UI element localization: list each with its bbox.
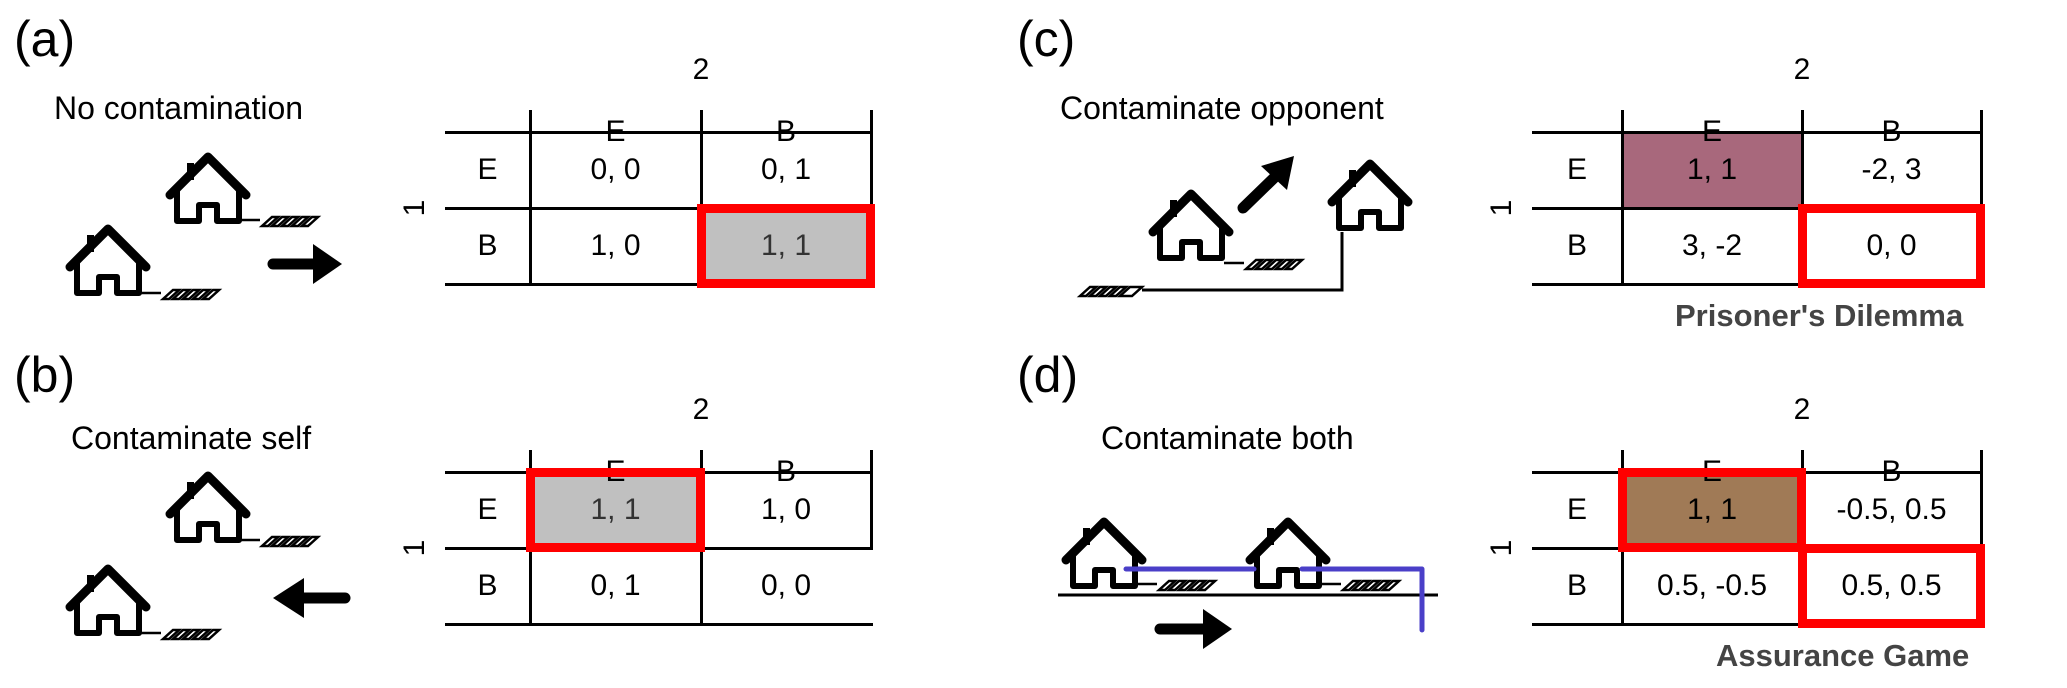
- payoff-cell: -0.5, 0.5: [1836, 493, 1947, 526]
- panel-c-letter: (c): [1017, 11, 1076, 67]
- payoff-cell: 1, 1: [760, 229, 812, 262]
- flow-line: [1123, 566, 1425, 633]
- payoff-cell: -2, 3: [1861, 153, 1922, 186]
- house-icon: [70, 569, 146, 633]
- panel-a-caption: No contamination: [54, 90, 304, 126]
- panel-a-letter: (a): [14, 11, 76, 67]
- pipe-icon: [238, 535, 320, 548]
- column-header: B: [775, 455, 796, 488]
- payoff-cell: 1, 0: [590, 229, 641, 262]
- payoff-cell: 1, 1: [590, 493, 641, 526]
- house-icon: [170, 157, 246, 221]
- payoff-cell: 3, -2: [1681, 229, 1743, 262]
- grid-hline: [445, 131, 873, 134]
- grid-vline: [1621, 110, 1624, 286]
- column-header: B: [1881, 455, 1902, 488]
- payoff-cell: 0.5, 0.5: [1841, 569, 1942, 602]
- game-label-prisoners-dilemma: Prisoner's Dilemma: [1675, 298, 1964, 333]
- grid-vline: [870, 110, 873, 208]
- column-header: B: [1881, 115, 1902, 148]
- grid-vline: [870, 450, 873, 548]
- house-icon: [1250, 522, 1326, 586]
- player-1-label: 1: [398, 539, 431, 557]
- row-header: E: [477, 493, 498, 526]
- player-1-label: 1: [398, 199, 431, 217]
- house-icon: [1066, 522, 1142, 586]
- shaded-cell-bg: [701, 208, 871, 284]
- arrow-right-icon: [267, 244, 342, 284]
- row-header: B: [477, 569, 498, 602]
- arrow-right-icon: [1154, 609, 1232, 649]
- panel-d-letter: (d): [1017, 347, 1079, 403]
- row-header: E: [1566, 493, 1587, 526]
- payoff-cell: 1, 0: [760, 493, 812, 526]
- row-header: E: [1566, 153, 1587, 186]
- payoff-cell: 0.5, -0.5: [1656, 569, 1768, 602]
- player-2-label: 2: [692, 393, 710, 426]
- payoff-cell: 0, 0: [760, 569, 812, 602]
- player-1-label: 1: [1485, 199, 1518, 217]
- grid-hline: [445, 623, 873, 626]
- column-header: E: [1701, 115, 1722, 148]
- house-icon: [1153, 194, 1229, 258]
- panel-c-caption: Contaminate opponent: [1060, 90, 1384, 126]
- payoff-cell: 0, 0: [590, 153, 641, 186]
- player-2-label: 2: [692, 53, 710, 86]
- player-2-label: 2: [1793, 393, 1811, 426]
- arrow-up-right-icon: [1237, 156, 1294, 214]
- grid-vline: [1980, 450, 1983, 548]
- grid-hline: [1532, 283, 1983, 286]
- equilibrium-highlight: [526, 468, 705, 552]
- payoff-cell: 0, 1: [760, 153, 812, 186]
- equilibrium-highlight: [1798, 204, 1985, 288]
- row-header: B: [1566, 569, 1587, 602]
- grid-vline: [1801, 110, 1804, 286]
- payoff-cell: 1, 1: [1686, 153, 1738, 186]
- row-header: E: [477, 153, 498, 186]
- grid-vline: [700, 110, 703, 286]
- grid-hline: [1532, 131, 1983, 134]
- grid-hline: [445, 207, 873, 210]
- pipe-icon: [1135, 579, 1217, 592]
- grid-hline: [1532, 207, 1983, 210]
- house-icon: [1332, 164, 1408, 228]
- house-icon: [70, 229, 146, 293]
- grid-hline: [445, 283, 873, 286]
- equilibrium-highlight: [697, 204, 875, 288]
- grid-vline: [1980, 110, 1983, 208]
- payoff-cell: 0, 1: [590, 569, 641, 602]
- shaded-cell-bg: [1622, 472, 1802, 548]
- row-header: B: [477, 229, 498, 262]
- shaded-cell-bg: [530, 472, 701, 548]
- payoff-cell: 0, 0: [1866, 229, 1917, 262]
- player-1-label: 1: [1485, 539, 1518, 557]
- panel-a-illustration: [70, 157, 342, 301]
- panel-d-illustration: [1058, 522, 1438, 649]
- row-header: B: [1566, 229, 1587, 262]
- pipe-icon: [1222, 258, 1304, 271]
- column-header: E: [605, 115, 626, 148]
- panel-b-caption: Contaminate self: [71, 420, 312, 456]
- grid-vline: [529, 110, 532, 286]
- column-header: B: [775, 115, 796, 148]
- pipe-icon: [139, 288, 221, 301]
- drain-pipe: [1076, 232, 1344, 298]
- game-label-assurance-game: Assurance Game: [1716, 638, 1970, 673]
- grid-hline: [1532, 623, 1983, 626]
- pipe-icon: [238, 215, 320, 228]
- player-2-label: 2: [1793, 53, 1811, 86]
- panel-d-caption: Contaminate both: [1101, 420, 1354, 456]
- payoff-cell: 1, 1: [1686, 493, 1738, 526]
- pipe-icon: [1319, 579, 1401, 592]
- equilibrium-highlight: [1798, 544, 1985, 628]
- panel-b-illustration: [70, 476, 351, 641]
- pipe-icon: [139, 628, 221, 641]
- arrow-left-icon: [273, 578, 351, 618]
- house-icon: [170, 476, 246, 540]
- panel-c-illustration: [1076, 156, 1408, 298]
- equilibrium-highlight: [1618, 468, 1806, 552]
- panel-b-letter: (b): [14, 347, 76, 403]
- shaded-cell-bg: [1622, 132, 1802, 208]
